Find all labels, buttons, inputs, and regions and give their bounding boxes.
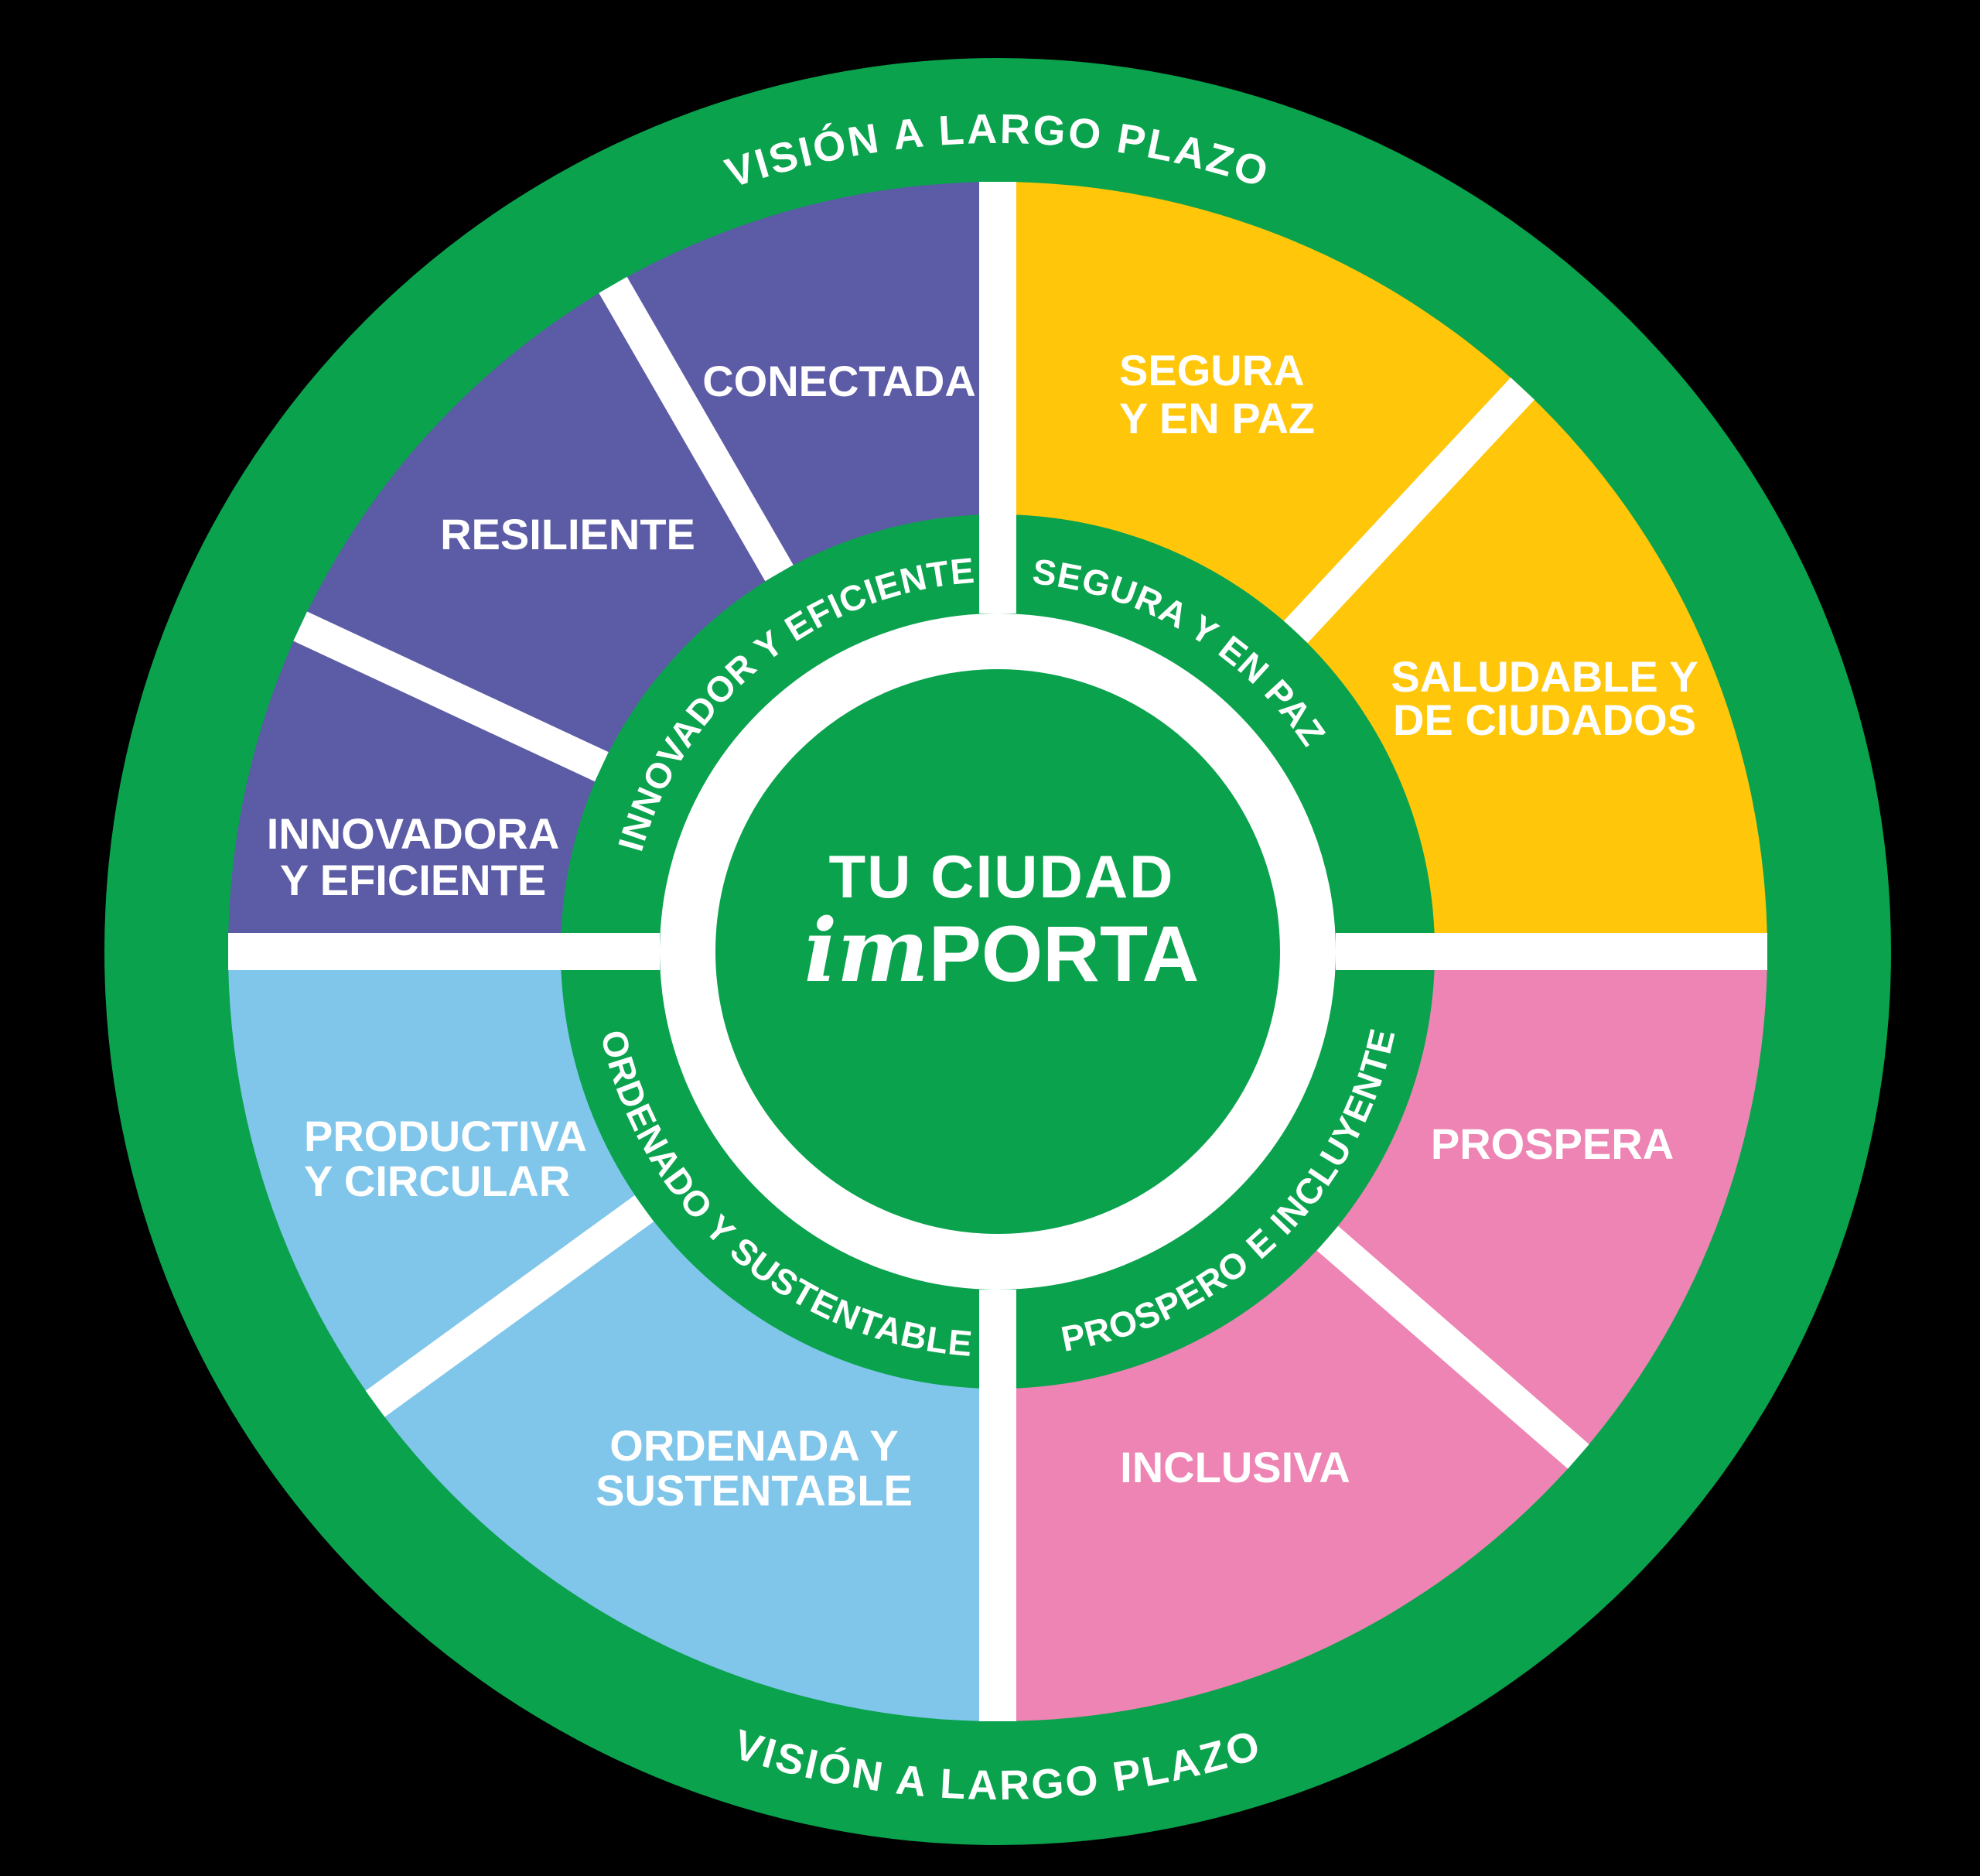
segment-label-resiliente-line-0: RESILIENTE [440, 510, 695, 559]
center-title-porta: PORTA [929, 910, 1199, 998]
segment-label-segura-line-1: Y EN PAZ [1119, 394, 1315, 443]
segment-label-prospera: PROSPERA [1431, 1119, 1674, 1168]
quadrant-prospero-incluyente [998, 952, 1767, 1721]
segment-label-saludable-line-1: DE CIUDADOS [1393, 695, 1696, 744]
divider-segura-paz-0 [1283, 377, 1534, 644]
divider-prospero-incluyente-0 [1316, 1225, 1589, 1469]
segment-label-productiva-line-0: PRODUCTIVA [304, 1112, 587, 1160]
quadrant-ordenado-sustentable [228, 952, 998, 1721]
quadrant-innovadora-eficiente [228, 182, 998, 952]
segment-label-ordenada-line-1: SUSTENTABLE [596, 1466, 913, 1515]
segment-label-inclusiva: INCLUSIVA [1120, 1443, 1350, 1492]
segment-label-resiliente: RESILIENTE [440, 510, 695, 559]
segment-label-conectada-line-0: CONECTADA [702, 357, 976, 405]
segment-label-inclusiva-line-0: INCLUSIVA [1120, 1443, 1350, 1492]
segment-label-conectada: CONECTADA [702, 357, 976, 405]
quadrant-segura-paz [998, 182, 1767, 952]
divider-innovadora-eficiente-0 [293, 611, 609, 782]
divider-innovadora-eficiente-1 [599, 276, 794, 582]
segment-label-prospera-line-0: PROSPERA [1431, 1119, 1674, 1168]
cross-gap-top [979, 182, 1016, 613]
importa-im-logo: im [804, 900, 929, 1002]
segment-label-productiva-line-1: Y CIRCULAR [304, 1157, 570, 1205]
center-title-line1: TU CIUDAD [829, 842, 1175, 911]
center-white-ring [660, 613, 1336, 1290]
cross-gap-left [228, 933, 660, 970]
cross-gap-right [1336, 933, 1767, 970]
segment-label-ordenada-line-0: ORDENADA Y [609, 1421, 898, 1470]
divider-ordenado-sustentable-0 [365, 1195, 654, 1417]
cross-gap-bottom [979, 1290, 1016, 1721]
segment-label-innovadora-line-1: Y EFICIENTE [280, 856, 546, 904]
segment-label-saludable-line-0: SALUDABLE Y [1391, 652, 1698, 701]
segment-label-segura-line-0: SEGURA [1119, 346, 1305, 395]
center-title-line2: imPORTA [804, 900, 1200, 1002]
segment-label-innovadora-line-0: INNOVADORA [267, 809, 560, 858]
